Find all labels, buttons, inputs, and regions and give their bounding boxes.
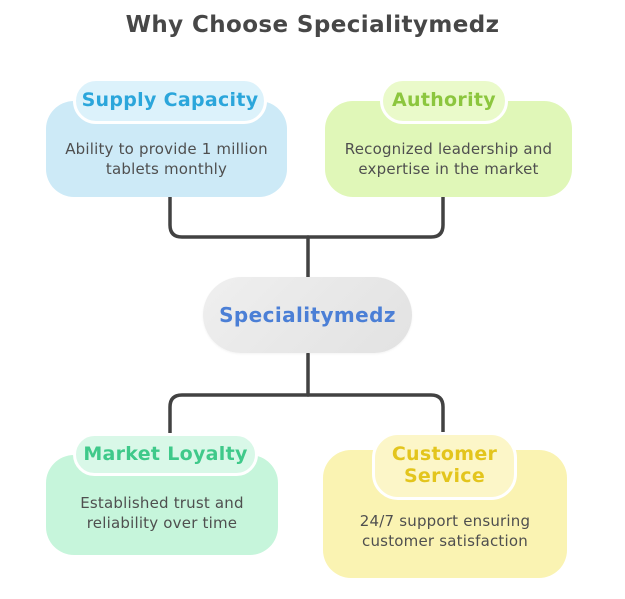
card-customer-service-title: Customer Service	[391, 443, 498, 487]
center-node-label: Specialitymedz	[219, 303, 396, 327]
card-supply-capacity-title: Supply Capacity	[81, 89, 259, 112]
card-customer-service-header: Customer Service	[372, 432, 517, 500]
bottom-elbow-connector	[168, 393, 445, 436]
card-market-loyalty-header: Market Loyalty	[73, 433, 258, 476]
card-authority-header: Authority	[380, 78, 508, 124]
top-elbow-connector	[168, 195, 445, 239]
card-authority-text: Recognized leadership and expertise in t…	[344, 140, 553, 178]
card-supply-capacity-text: Ability to provide 1 million tablets mon…	[65, 140, 268, 178]
card-authority-title: Authority	[392, 89, 496, 112]
card-customer-service-text: 24/7 support ensuring customer satisfact…	[359, 512, 531, 550]
card-market-loyalty-text: Established trust and reliability over t…	[80, 494, 244, 532]
card-supply-capacity-header: Supply Capacity	[73, 78, 267, 124]
card-market-loyalty-title: Market Loyalty	[83, 442, 248, 465]
diagram-title: Why Choose Specialitymedz	[125, 12, 500, 38]
center-node: Specialitymedz	[203, 277, 412, 353]
